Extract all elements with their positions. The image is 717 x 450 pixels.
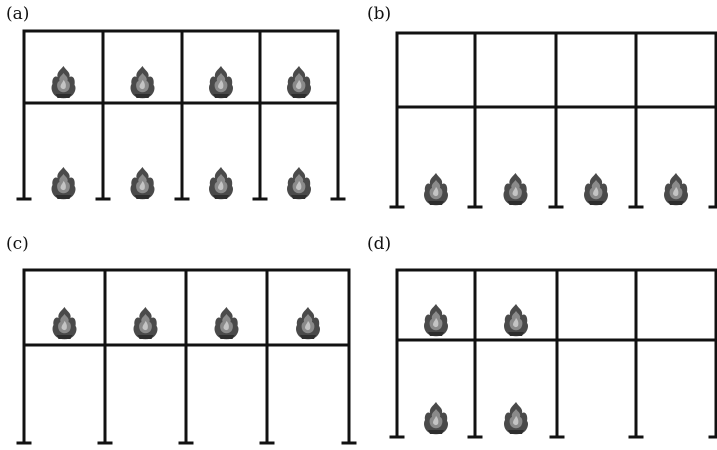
fire-icon (130, 66, 155, 99)
fire-icon (133, 307, 158, 340)
fire-icon (209, 66, 233, 99)
panel-b-label: (b) (367, 4, 392, 24)
fire-icon (504, 304, 528, 337)
panel-d-label: (d) (367, 234, 392, 254)
fire-icon (424, 304, 448, 337)
fire-icon (52, 307, 77, 340)
panel-a-label: (a) (6, 4, 30, 24)
frame-panel-a (16, 29, 346, 201)
frame-panel-c (16, 268, 357, 445)
fire-icon (51, 167, 76, 200)
panel-c-label: (c) (6, 234, 29, 254)
fire-icon (424, 402, 448, 435)
fire-icon (584, 173, 608, 206)
fire-icon (504, 402, 528, 435)
fire-icon (209, 167, 233, 200)
fire-icon (214, 307, 239, 340)
fire-icon (130, 167, 155, 200)
fire-icon (503, 173, 528, 206)
fire-icon (296, 307, 320, 340)
fire-icon (51, 66, 76, 99)
fire-icon (664, 173, 688, 206)
fire-icon (424, 173, 448, 206)
fire-icon (287, 167, 311, 200)
fire-icon (287, 66, 311, 99)
frame-panel-b (389, 31, 717, 209)
frame-panel-d (389, 268, 717, 439)
